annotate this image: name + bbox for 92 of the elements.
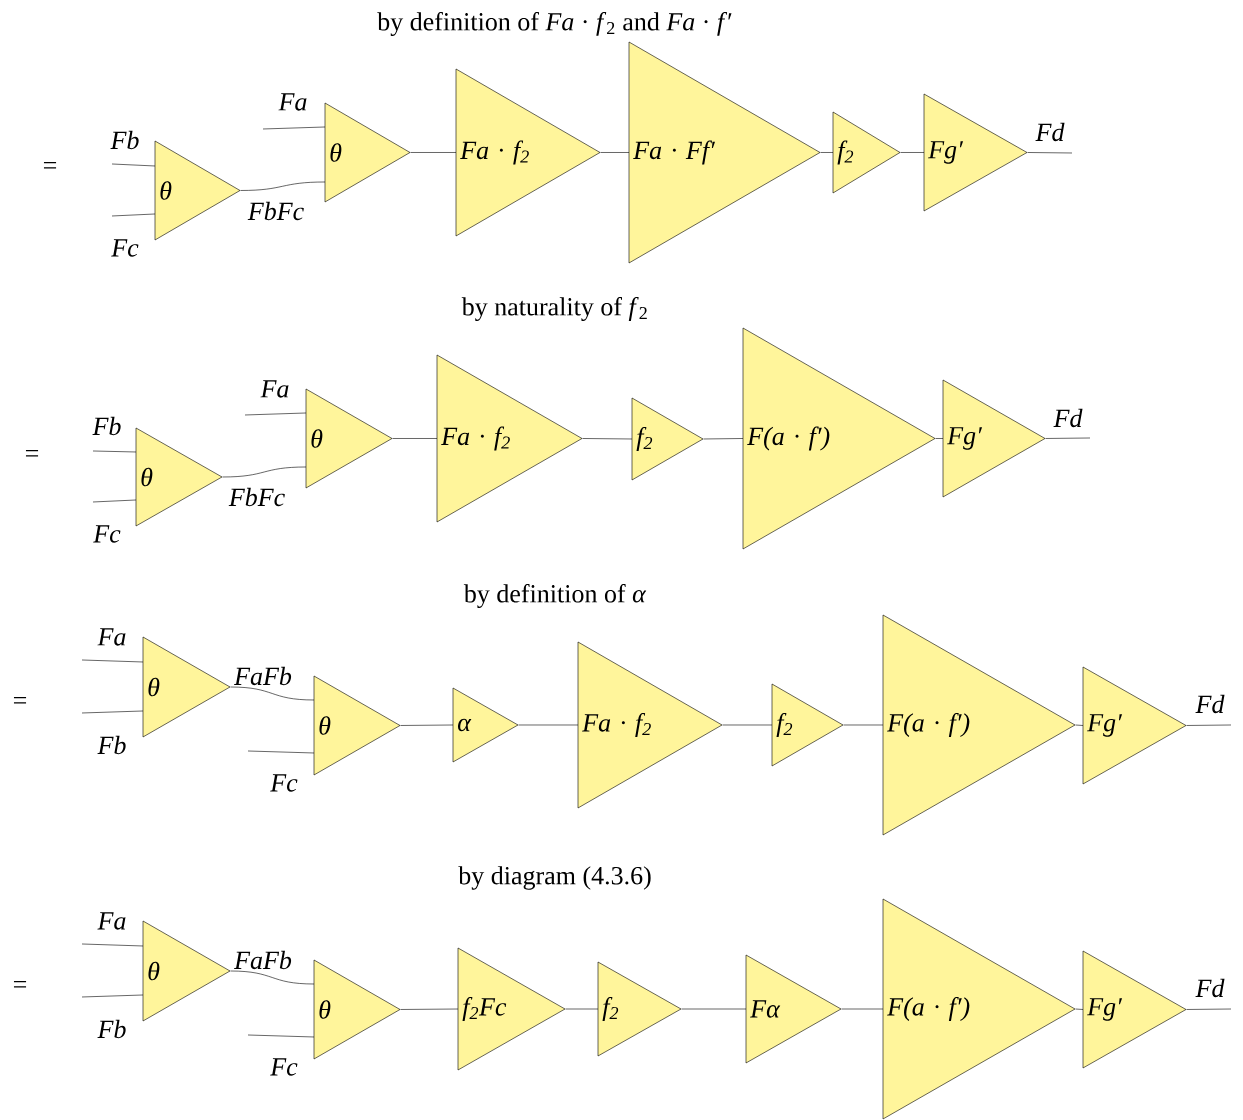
wire-label: Fb: [110, 130, 139, 150]
triangle-gate: θ: [135, 427, 223, 527]
wire: [230, 970, 315, 985]
triangle-gate: Fα: [745, 954, 842, 1064]
wire-label: Fa: [260, 380, 289, 398]
triangle-gate: Fg′: [1082, 950, 1187, 1069]
wire: [565, 1008, 599, 1010]
wire: [410, 152, 457, 153]
wire: [1045, 437, 1091, 439]
wire: [1075, 1008, 1084, 1010]
equals-sign: =: [25, 450, 39, 457]
wire: [222, 466, 307, 478]
triangle-gate: α: [452, 687, 519, 763]
wire: [400, 1008, 459, 1010]
wire: [247, 1034, 315, 1038]
wire: [81, 943, 144, 947]
triangle-gate: F(a · f′): [882, 898, 1076, 1120]
triangle-gate: f$_{2}$: [832, 111, 901, 194]
triangle-gate: θ: [154, 140, 241, 241]
wire-label: Fc: [270, 1058, 298, 1076]
triangle-gate: θ: [305, 388, 393, 489]
triangle-gate: Fa · Ff′: [628, 41, 821, 264]
heading: by definition of Fa · f$_{2}$ and Fa · f′: [377, 12, 732, 36]
triangle-gate: f$_{2}$: [771, 683, 844, 767]
wire: [843, 724, 884, 726]
wire-label: Fa: [97, 912, 126, 930]
wire: [935, 438, 944, 439]
triangle-gate: Fa · f$_{2}$: [577, 641, 723, 809]
wire-label: Fc: [270, 774, 298, 792]
equals-sign: =: [43, 162, 57, 169]
wire: [392, 438, 438, 439]
triangle-gate: Fa · f$_{2}$: [436, 354, 583, 523]
wire-label: Fc: [111, 239, 139, 257]
wire: [1186, 724, 1232, 726]
wire: [703, 438, 744, 440]
wire: [400, 724, 454, 726]
wire-label: FbFc: [228, 487, 285, 507]
wire: [81, 659, 144, 663]
wire-label: Fb: [97, 735, 126, 755]
triangle-gate: θ: [313, 959, 401, 1060]
wire: [92, 499, 137, 503]
wire: [1186, 1008, 1232, 1010]
wire: [81, 994, 144, 998]
wire: [111, 163, 156, 167]
triangle-gate: Fa · f$_{2}$: [455, 68, 601, 237]
wire: [262, 126, 326, 130]
equals-sign: =: [13, 981, 27, 988]
heading: by diagram (4.3.6): [458, 866, 651, 890]
wire-label: FaFb: [234, 666, 292, 686]
wire: [582, 438, 633, 440]
wire-label: Fd: [1195, 694, 1225, 714]
equals-sign: =: [13, 697, 27, 704]
wire-label: FaFb: [234, 950, 292, 970]
wire: [518, 724, 579, 726]
triangle-gate: θ: [142, 636, 231, 738]
wire: [81, 710, 144, 714]
wire: [1027, 152, 1073, 154]
wire-label: Fd: [1035, 122, 1065, 142]
wire-label: Fa: [97, 628, 126, 646]
triangle-gate: F(a · f′): [742, 327, 936, 550]
wire: [247, 750, 315, 754]
triangle-gate: F(a · f′): [882, 614, 1076, 836]
wire-label: Fb: [97, 1019, 126, 1039]
triangle-gate: Fg′: [1082, 666, 1187, 785]
wire-label: Fb: [92, 416, 121, 436]
wire-label: FbFc: [247, 201, 304, 221]
wire: [900, 152, 925, 153]
heading: by definition of α: [463, 584, 647, 608]
wire: [240, 181, 326, 191]
wire: [230, 686, 315, 701]
wire: [841, 1008, 884, 1010]
wire: [1075, 724, 1084, 726]
triangle-gate: θ: [324, 102, 411, 203]
triangle-gate: f$_{2}$: [631, 397, 704, 481]
wire-label: Fd: [1053, 408, 1083, 428]
wire: [681, 1008, 747, 1010]
triangle-gate: θ: [313, 675, 401, 776]
wire: [600, 152, 630, 153]
wire-label: Fc: [93, 525, 121, 543]
wire: [722, 724, 773, 726]
triangle-gate: f$_{2}$Fc: [457, 947, 566, 1071]
triangle-gate: f$_{2}$: [597, 961, 682, 1057]
triangle-gate: Fg′: [923, 93, 1028, 212]
triangle-gate: θ: [142, 920, 231, 1022]
wire: [111, 213, 156, 217]
heading: by naturality of f$_{2}$: [461, 297, 647, 321]
wire: [820, 152, 834, 153]
wire: [244, 412, 307, 416]
wire-label: Fa: [278, 93, 307, 111]
triangle-gate: Fg′: [942, 379, 1046, 498]
wire: [92, 450, 137, 453]
wire-label: Fd: [1195, 978, 1225, 998]
